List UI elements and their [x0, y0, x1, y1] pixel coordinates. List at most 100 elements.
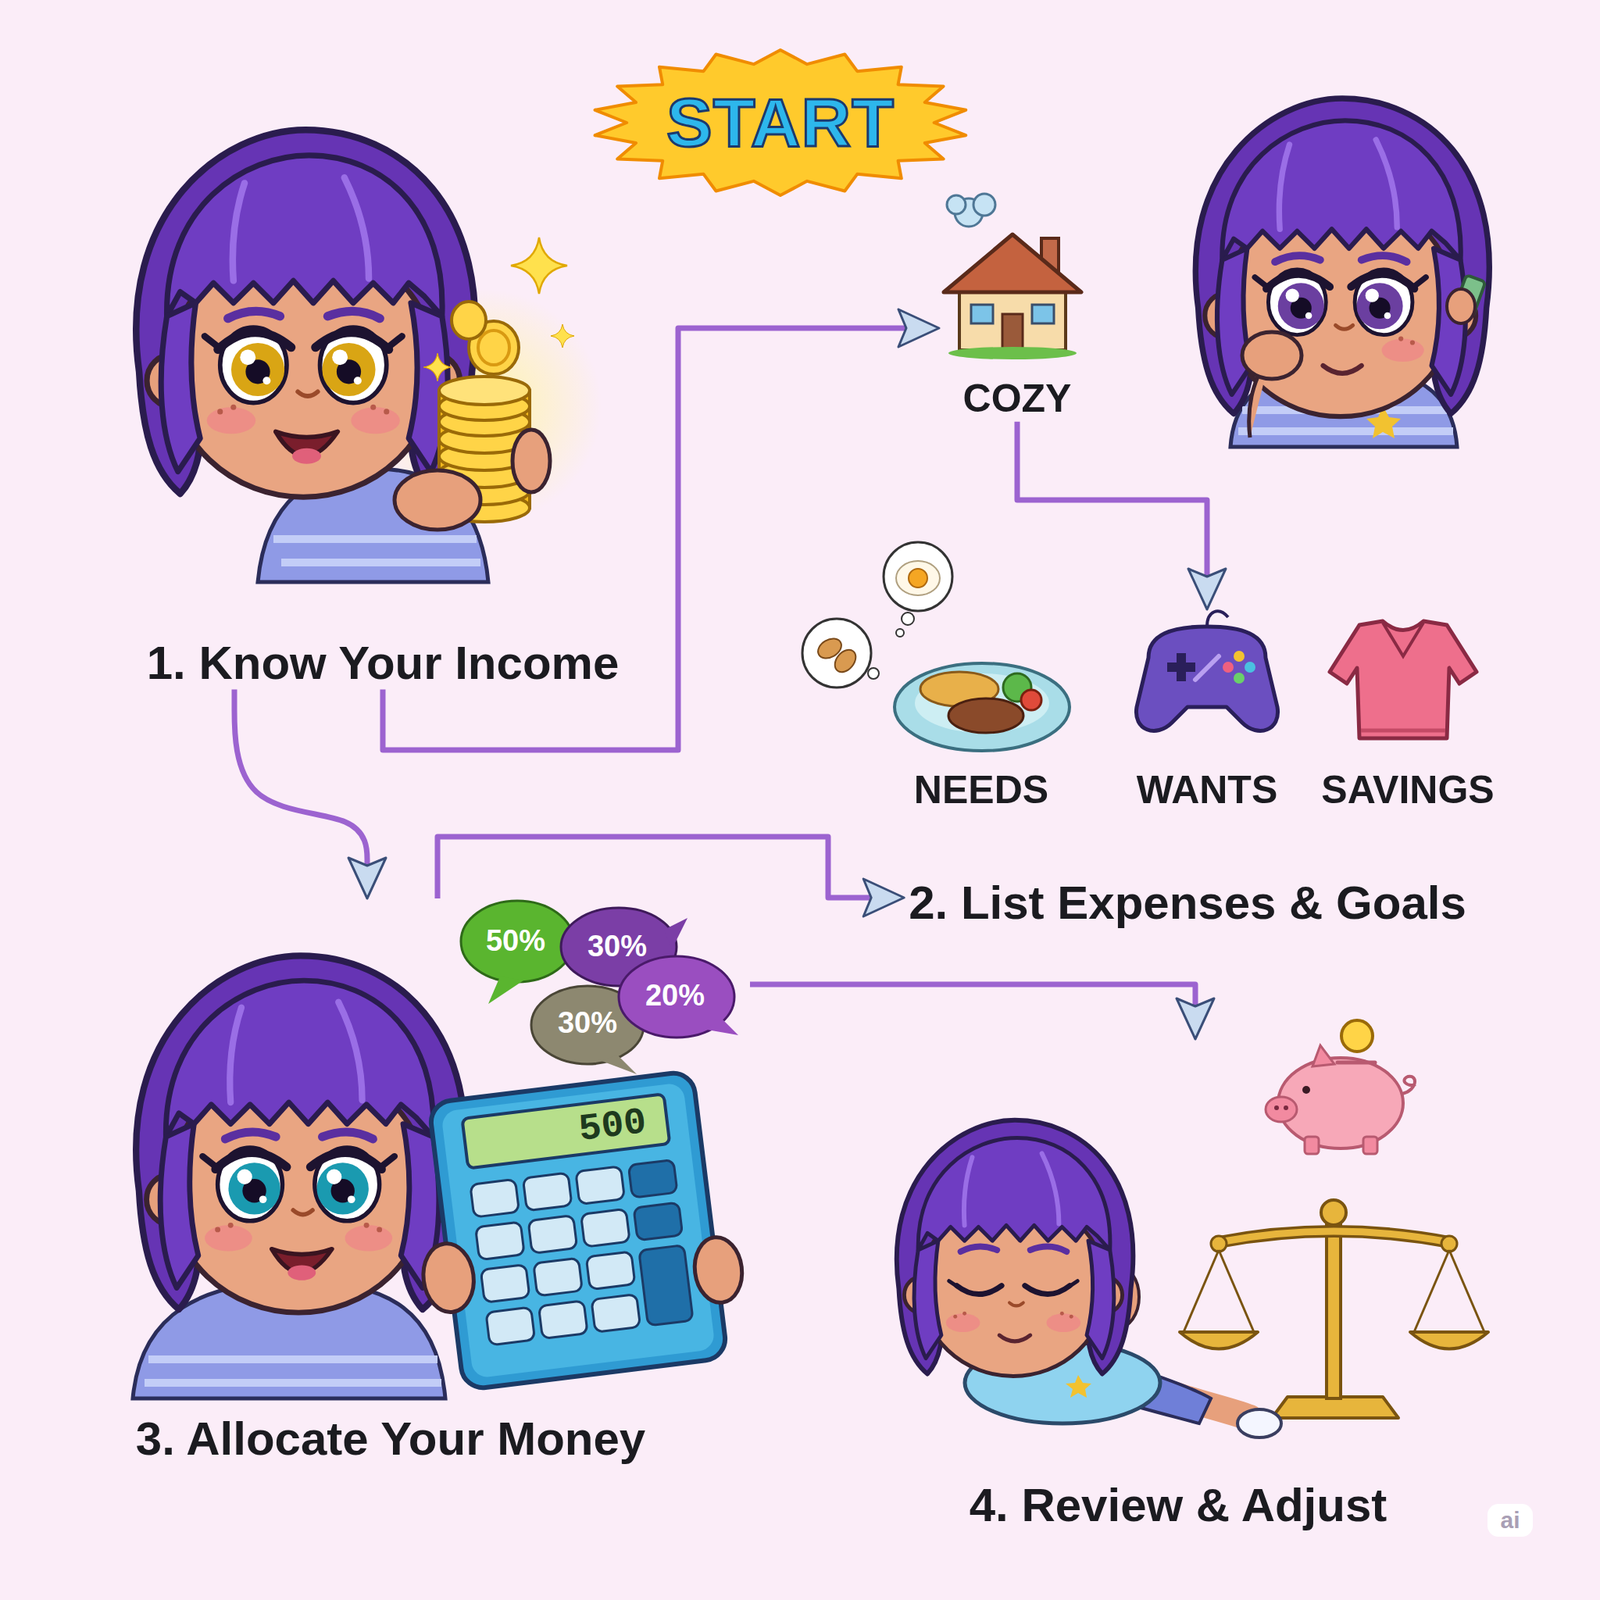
house-icon — [946, 195, 966, 215]
category-label: SAVINGS — [1321, 767, 1494, 814]
percent-label: 30% — [557, 1006, 618, 1041]
food-icon — [867, 667, 879, 679]
gamepad-icon — [1135, 610, 1278, 731]
girl-thinking — [1195, 98, 1490, 417]
piggy-bank-icon — [1402, 1076, 1416, 1094]
step-caption: 4. Review & Adjust — [969, 1478, 1388, 1533]
step-node: 3. Allocate Your Money — [31, 898, 750, 1466]
calculator-icon — [639, 1245, 693, 1326]
girl-review — [896, 1120, 1134, 1377]
piggy-bank-icon — [1283, 1105, 1289, 1111]
flow-connector — [1017, 421, 1208, 580]
calculator-icon — [585, 1251, 636, 1290]
girl-income — [512, 429, 550, 493]
percent-bubble — [460, 900, 574, 983]
calculator-icon — [440, 1082, 716, 1379]
percent-bubble — [707, 1015, 739, 1036]
calculator-icon — [575, 1166, 625, 1205]
balance-scale-icon — [1218, 1231, 1450, 1243]
calculator-icon — [633, 1202, 683, 1241]
balance-scale-icon — [1410, 1332, 1489, 1350]
percent-label: 20% — [645, 978, 705, 1014]
calculator-icon — [628, 1159, 693, 1326]
gamepad-icon — [1195, 656, 1219, 680]
girl-income — [275, 431, 339, 464]
percent-bubble — [601, 1054, 637, 1075]
food-icon — [883, 542, 953, 611]
category-label: NEEDS — [914, 767, 1049, 814]
balance-scale-icon — [1218, 1231, 1450, 1243]
house-icon — [959, 285, 1066, 350]
step-caption: 3. Allocate Your Money — [135, 1411, 646, 1466]
piggy-bank-icon — [1302, 1085, 1311, 1094]
flow-connector — [750, 984, 1196, 1010]
calculator-display: 500 — [576, 1100, 650, 1152]
category-label: COZY — [963, 376, 1072, 422]
step-node: 2. List Expenses & Goals — [903, 866, 1472, 930]
calculator-icon — [402, 1067, 753, 1394]
girl-income — [550, 324, 575, 348]
girl-review — [1065, 1375, 1092, 1398]
percent-label: 30% — [587, 929, 647, 965]
balance-scale-icon — [1441, 1235, 1458, 1252]
category-label: WANTS — [1136, 767, 1279, 814]
balance-scale-icon — [1326, 1218, 1341, 1399]
step-caption: 1. Know Your Income — [146, 635, 620, 690]
food-icon — [1021, 689, 1042, 711]
piggy-bank-icon — [1337, 1060, 1375, 1065]
girl-calculator — [135, 955, 466, 1313]
calculator-icon — [533, 1257, 583, 1297]
girl-review — [999, 1335, 1031, 1342]
gamepad-icon — [1222, 661, 1234, 673]
house-icon — [1032, 304, 1054, 324]
starburst-shape — [595, 50, 967, 196]
gamepad-icon — [1207, 610, 1229, 627]
girl-thinking — [1446, 289, 1475, 324]
food-icon — [830, 646, 860, 677]
category-node: SAVINGS — [1316, 617, 1499, 814]
food-icon — [894, 663, 1070, 751]
category-node: NEEDS — [909, 648, 1054, 814]
calculator-icon — [461, 1093, 670, 1168]
girl-calculator — [144, 1359, 442, 1383]
piggy-bank-icon — [1341, 1020, 1373, 1052]
house-icon — [971, 304, 993, 324]
gamepad-icon — [1233, 672, 1245, 684]
piggy-bank-icon — [1304, 1136, 1319, 1154]
gamepad-icon — [1135, 626, 1278, 731]
girl-thinking — [1195, 98, 1490, 447]
girl-income — [273, 539, 481, 563]
girl-review — [896, 1120, 1134, 1377]
percent-bubble — [664, 917, 688, 950]
flow-connector — [437, 836, 875, 899]
piggy-bank-icon — [1312, 1045, 1335, 1067]
start-burst: START — [588, 48, 973, 197]
step-node: 4. Review & Adjust — [881, 1039, 1475, 1533]
food-icon — [896, 560, 940, 596]
house-icon — [943, 234, 1082, 293]
percent-label: 50% — [485, 924, 546, 959]
calculator-icon — [538, 1300, 588, 1340]
piggy-bank-icon — [1363, 1136, 1378, 1154]
girl-income — [135, 129, 475, 497]
balance-scale-icon — [1210, 1235, 1227, 1252]
balance-scale-icon — [1179, 1200, 1489, 1418]
girl-income — [204, 327, 403, 404]
balance-scale-icon — [1179, 1332, 1258, 1350]
balance-scale-icon — [1271, 1396, 1399, 1418]
calculator-icon — [581, 1208, 631, 1247]
start-text: START — [666, 82, 895, 162]
girl-thinking — [1195, 98, 1490, 417]
girl-income — [510, 237, 568, 294]
girl-calculator — [271, 1249, 333, 1281]
girl-calculator — [132, 900, 753, 1399]
food-icon — [901, 612, 915, 625]
girl-income — [423, 353, 452, 382]
girl-review — [896, 1020, 1489, 1438]
sweater-icon — [1360, 728, 1446, 733]
girl-income — [135, 129, 602, 583]
calculator-icon — [428, 1071, 729, 1391]
sweater-icon — [1382, 622, 1424, 657]
house-icon — [1002, 314, 1023, 350]
watermark: ai — [1487, 1503, 1533, 1538]
